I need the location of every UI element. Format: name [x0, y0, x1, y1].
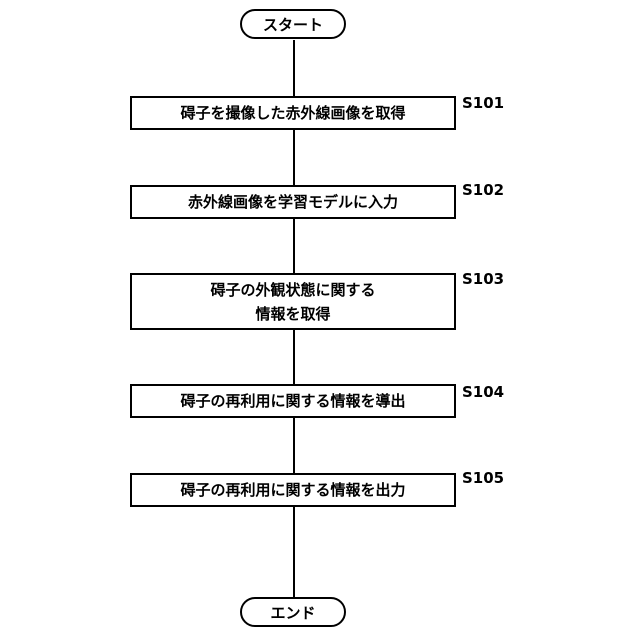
end-terminal: エンド [240, 597, 346, 627]
step-label-s103: S103 [462, 270, 504, 288]
step-text-s103-line1: 碍子の外観状態に関する [210, 278, 375, 302]
step-text-s105: 碍子の再利用に関する情報を出力 [180, 478, 405, 502]
step-box-s103: 碍子の外観状態に関する 情報を取得 [130, 273, 456, 330]
step-text-s103-line2: 情報を取得 [255, 302, 330, 326]
step-box-s104: 碍子の再利用に関する情報を導出 [130, 384, 456, 418]
step-text-s104: 碍子の再利用に関する情報を導出 [180, 389, 405, 413]
step-text-s101: 碍子を撮像した赤外線画像を取得 [180, 101, 405, 125]
step-text-s102: 赤外線画像を学習モデルに入力 [188, 190, 398, 214]
step-box-s101: 碍子を撮像した赤外線画像を取得 [130, 96, 456, 130]
step-box-s102: 赤外線画像を学習モデルに入力 [130, 185, 456, 219]
step-label-s102: S102 [462, 181, 504, 199]
end-label: エンド [270, 602, 315, 623]
start-label: スタート [263, 14, 323, 35]
step-label-s101: S101 [462, 94, 504, 112]
step-label-s104: S104 [462, 383, 504, 401]
step-box-s105: 碍子の再利用に関する情報を出力 [130, 473, 456, 507]
start-terminal: スタート [240, 9, 346, 39]
step-label-s105: S105 [462, 469, 504, 487]
